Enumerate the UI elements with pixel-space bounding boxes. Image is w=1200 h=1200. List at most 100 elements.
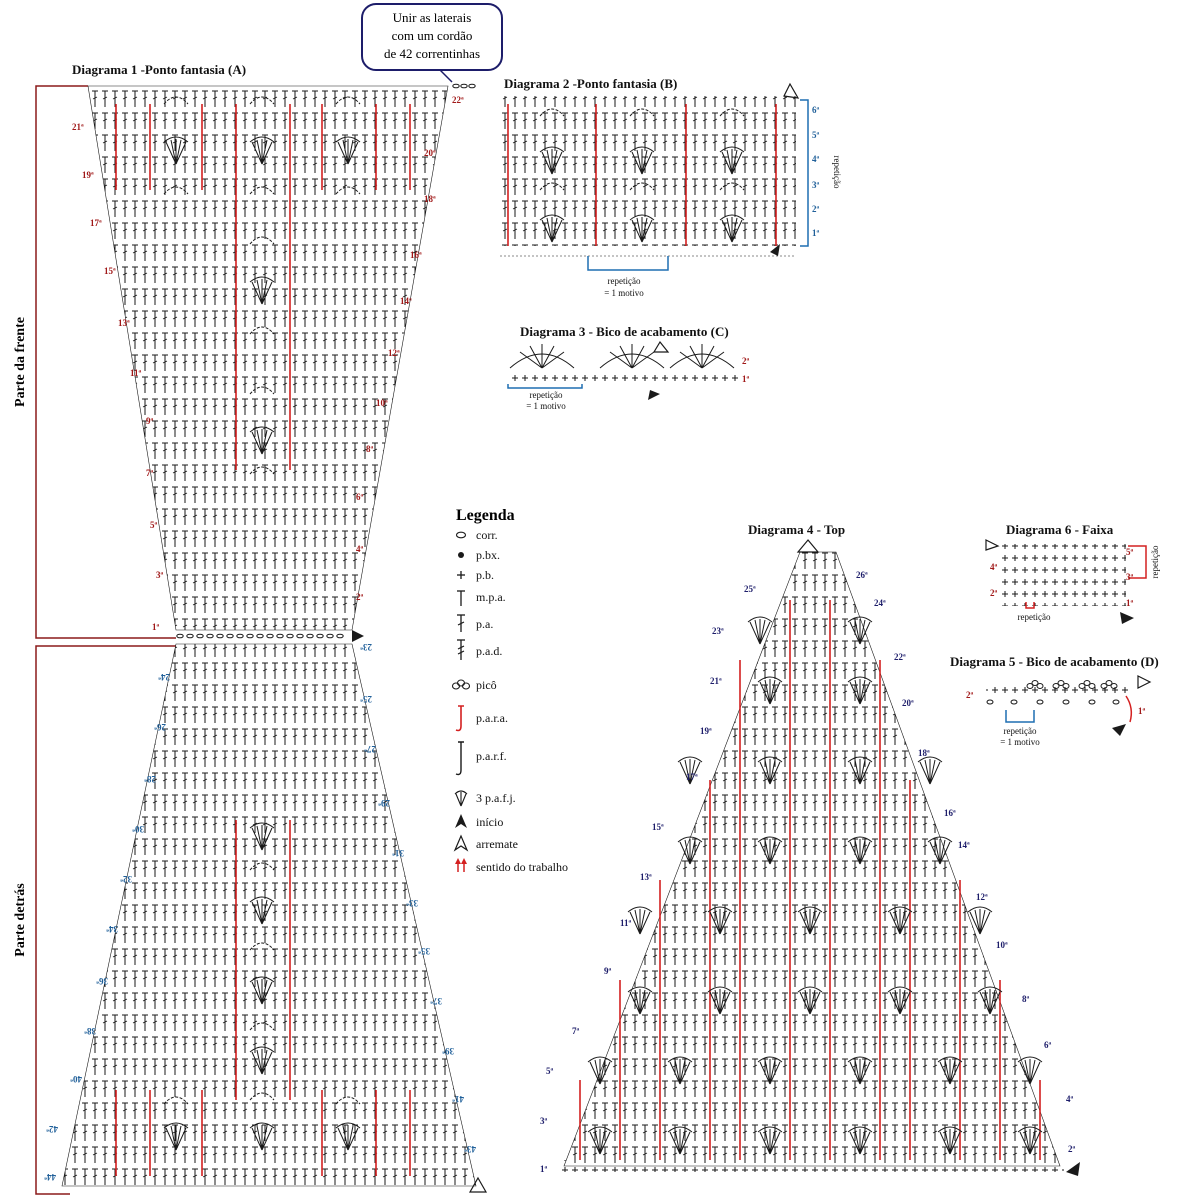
svg-text:4ª: 4ª	[812, 154, 820, 164]
svg-text:3ª: 3ª	[1126, 572, 1134, 582]
svg-text:12ª: 12ª	[976, 892, 988, 902]
svg-text:24ª: 24ª	[874, 598, 886, 608]
diagram6-repeat-note: repetição	[1018, 612, 1051, 622]
svg-text:27ª: 27ª	[364, 744, 376, 754]
callout-line3: de 42 correntinhas	[384, 46, 480, 61]
diagram6-stitches	[986, 540, 1146, 624]
svg-text:25ª: 25ª	[744, 584, 756, 594]
svg-text:início: início	[476, 815, 503, 829]
svg-text:22ª: 22ª	[452, 95, 464, 105]
svg-text:3ª: 3ª	[156, 570, 164, 580]
svg-text:5ª: 5ª	[546, 1066, 554, 1076]
dc-stitch-icon	[457, 615, 465, 632]
svg-text:m.p.a.: m.p.a.	[476, 590, 506, 604]
svg-text:4ª: 4ª	[1066, 1094, 1074, 1104]
svg-text:p.a.r.f.: p.a.r.f.	[476, 749, 507, 763]
svg-text:23ª: 23ª	[712, 626, 724, 636]
hook-black-icon	[456, 742, 464, 775]
svg-text:2ª: 2ª	[356, 592, 364, 602]
svg-text:19ª: 19ª	[82, 170, 94, 180]
svg-text:sentido do trabalho: sentido do trabalho	[476, 860, 568, 874]
svg-text:23ª: 23ª	[360, 642, 372, 652]
svg-text:10ª: 10ª	[376, 398, 388, 408]
hook-red-icon	[456, 706, 464, 731]
svg-text:picô: picô	[476, 678, 497, 692]
svg-text:1ª: 1ª	[540, 1164, 548, 1174]
svg-text:15ª: 15ª	[104, 266, 116, 276]
diagram6-title: Diagrama 6 - Faixa	[1006, 522, 1114, 537]
diagram1-back-stitches	[62, 644, 486, 1192]
diagram5-title: Diagrama 5 - Bico de acabamento (D)	[950, 654, 1159, 669]
svg-text:p.a.d.: p.a.d.	[476, 644, 502, 658]
svg-text:42ª: 42ª	[46, 1124, 58, 1134]
diagram5-motif-note: = 1 motivo	[1000, 737, 1040, 747]
callout-bubble: Unir as laterais com um cordão de 42 cor…	[362, 4, 502, 82]
svg-text:28ª: 28ª	[144, 774, 156, 784]
diagram4-stitches	[560, 540, 1080, 1176]
svg-text:36ª: 36ª	[96, 976, 108, 986]
svg-text:16ª: 16ª	[410, 250, 422, 260]
svg-text:18ª: 18ª	[424, 194, 436, 204]
svg-text:41ª: 41ª	[452, 1094, 464, 1104]
svg-text:2ª: 2ª	[1068, 1144, 1076, 1154]
svg-text:14ª: 14ª	[400, 296, 412, 306]
legend-title: Legenda	[456, 507, 515, 524]
svg-text:39ª: 39ª	[442, 1046, 454, 1056]
svg-text:3 p.a.f.j.: 3 p.a.f.j.	[476, 791, 516, 805]
svg-text:p.b.: p.b.	[476, 568, 494, 582]
diagram3-repeat-note: repetição	[530, 390, 563, 400]
svg-text:15ª: 15ª	[652, 822, 664, 832]
svg-text:2ª: 2ª	[812, 204, 820, 214]
svg-text:13ª: 13ª	[640, 872, 652, 882]
svg-text:8ª: 8ª	[1022, 994, 1030, 1004]
svg-text:4ª: 4ª	[356, 544, 364, 554]
svg-text:1ª: 1ª	[152, 622, 160, 632]
svg-text:7ª: 7ª	[146, 468, 154, 478]
svg-text:6ª: 6ª	[812, 105, 820, 115]
diagram5-row-1: 1ª	[1138, 706, 1146, 716]
svg-text:9ª: 9ª	[604, 966, 612, 976]
diagram6-repeat-vertical: repetição	[1150, 545, 1160, 578]
svg-text:10ª: 10ª	[996, 940, 1008, 950]
svg-text:43ª: 43ª	[464, 1144, 476, 1154]
back-side-label: Parte detrás	[13, 883, 28, 957]
svg-text:16ª: 16ª	[944, 808, 956, 818]
diagram2-title: Diagrama 2 -Ponto fantasia (B)	[504, 76, 677, 91]
svg-text:29ª: 29ª	[378, 798, 390, 808]
svg-text:21ª: 21ª	[72, 122, 84, 132]
tr-stitch-icon	[457, 640, 465, 660]
svg-text:6ª: 6ª	[1044, 1040, 1052, 1050]
svg-text:37ª: 37ª	[430, 996, 442, 1006]
svg-text:24ª: 24ª	[158, 672, 170, 682]
svg-text:30ª: 30ª	[132, 824, 144, 834]
direction-arrows-icon	[455, 858, 467, 872]
picot-icon	[453, 680, 470, 689]
start-arrow-icon	[455, 814, 467, 828]
svg-text:corr.: corr.	[476, 528, 498, 542]
svg-text:32ª: 32ª	[120, 874, 132, 884]
diagram1-front-stitches	[88, 84, 475, 642]
svg-text:8ª: 8ª	[366, 444, 374, 454]
svg-text:14ª: 14ª	[958, 840, 970, 850]
svg-text:11ª: 11ª	[130, 368, 142, 378]
legend: Legenda corr. p.bx. p.b. m.p.a. p.a. p.a…	[453, 507, 568, 874]
svg-text:44ª: 44ª	[44, 1172, 56, 1182]
svg-text:5ª: 5ª	[1126, 547, 1134, 557]
chain-oval-icon	[457, 532, 466, 538]
svg-text:17ª: 17ª	[686, 772, 698, 782]
callout-line2: com um cordão	[392, 28, 473, 43]
cluster-icon	[455, 791, 467, 806]
diagram3-row-1: 1ª	[742, 374, 750, 384]
svg-text:26ª: 26ª	[856, 570, 868, 580]
plus-icon	[457, 571, 465, 579]
svg-text:18ª: 18ª	[918, 748, 930, 758]
svg-text:33ª: 33ª	[406, 898, 418, 908]
diagram3-row-2: 2ª	[742, 356, 750, 366]
diagram4-title: Diagrama 4 - Top	[748, 522, 845, 537]
callout-line1: Unir as laterais	[393, 10, 472, 25]
svg-text:1ª: 1ª	[1126, 598, 1134, 608]
svg-text:2ª: 2ª	[990, 588, 998, 598]
svg-text:40ª: 40ª	[70, 1074, 82, 1084]
svg-text:5ª: 5ª	[812, 130, 820, 140]
